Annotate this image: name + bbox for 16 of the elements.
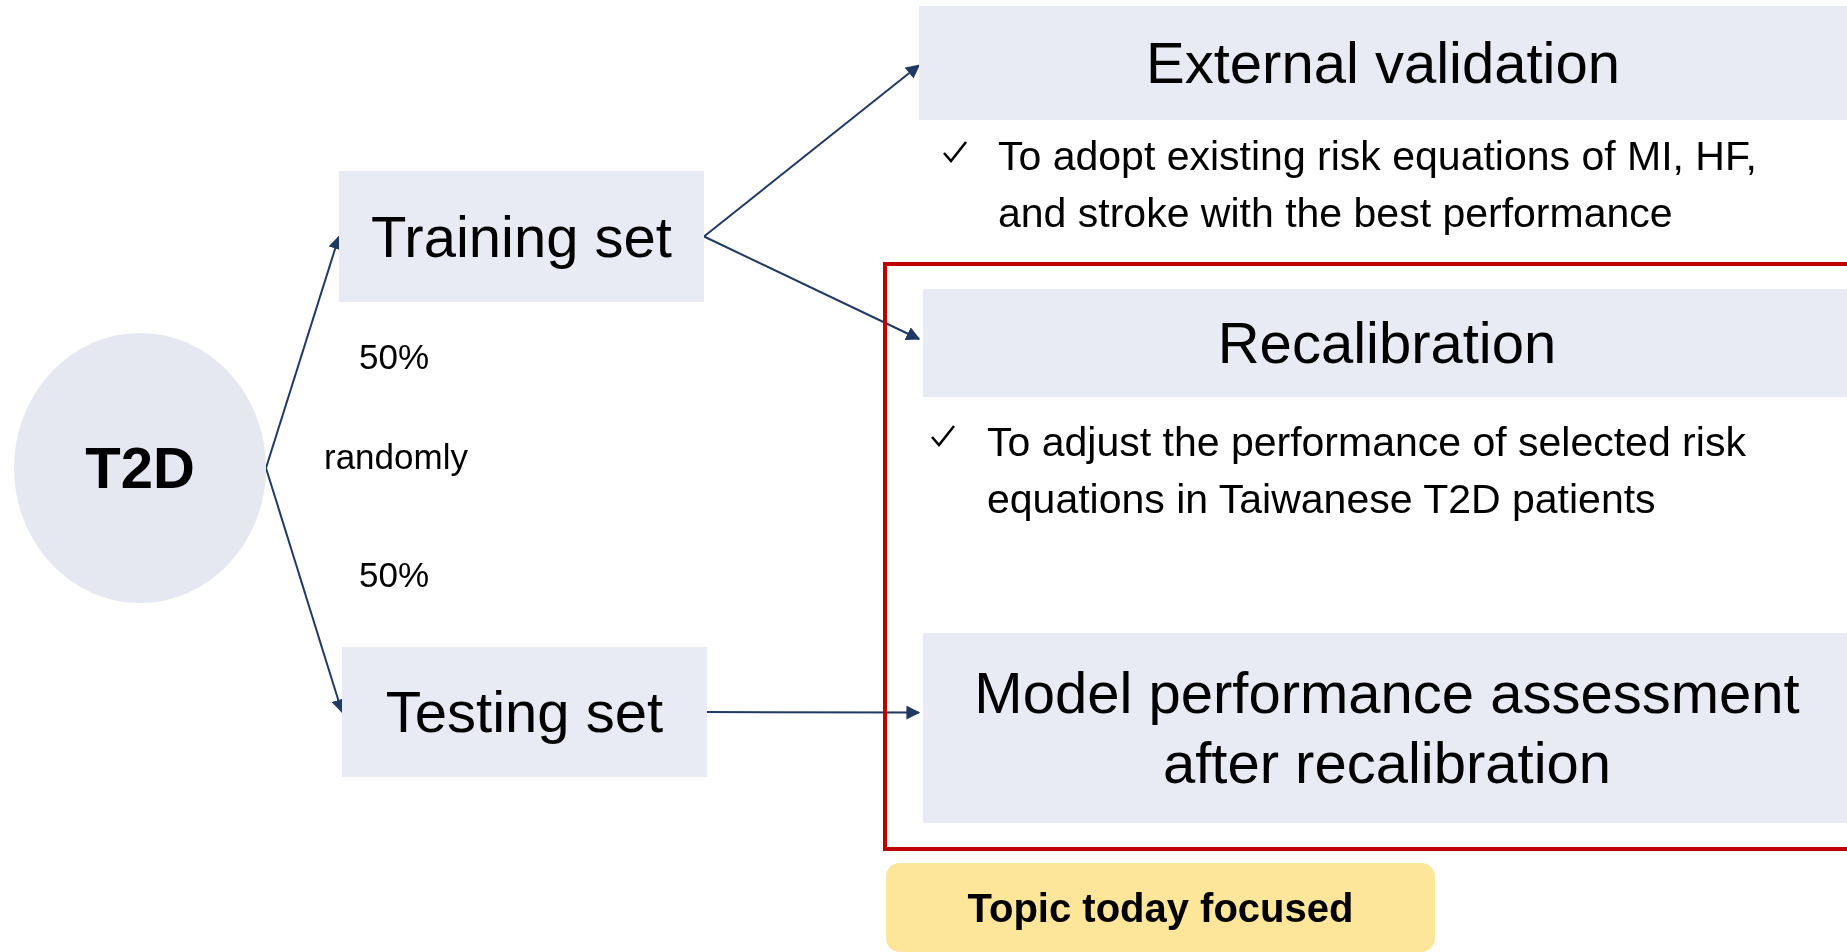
- edge-note: randomly: [324, 437, 468, 477]
- ellipse-node: T2D: [14, 333, 266, 603]
- bullet-text: To adopt existing risk equations of MI, HF, and stroke with the best performance: [998, 132, 1758, 238]
- bullet-text: To adjust the performance of selected risk equations in Taiwanese T2D patients: [987, 418, 1747, 524]
- arrow: [703, 64, 921, 238]
- arrow: [706, 705, 921, 720]
- arrow: [703, 235, 921, 340]
- process-box: Recalibration: [923, 289, 1847, 397]
- process-box: External validation: [919, 6, 1847, 120]
- percentage-label: 50%: [359, 337, 430, 377]
- process-box: Testing set: [342, 647, 707, 777]
- percentage-label: 50%: [359, 555, 430, 595]
- process-box: Training set: [339, 171, 704, 302]
- process-box: Model performance assessment after recalibration: [923, 633, 1847, 823]
- note-tag: Topic today focused: [886, 863, 1435, 952]
- highlight-frame: [883, 262, 1847, 851]
